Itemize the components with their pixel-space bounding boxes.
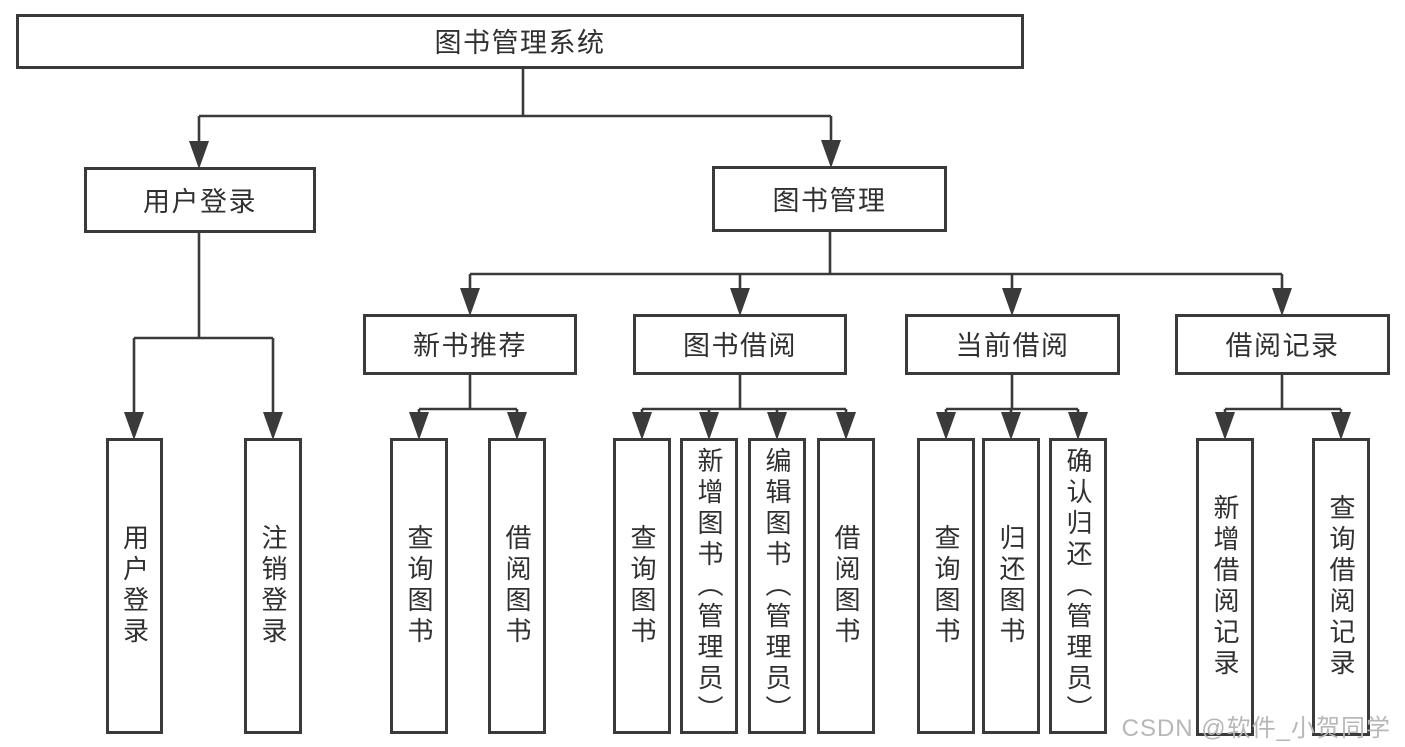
- leaf-bb-add-books-label: 新增图书（管理员）: [694, 446, 724, 726]
- arrowheads: [124, 140, 1351, 440]
- connector-newbookrec-to-leaves: [417, 375, 519, 414]
- arrowhead-icon: [821, 140, 841, 168]
- leaf-rec-borrow-books: 借阅图书: [488, 438, 546, 734]
- leaf-user-login-label: 用户登录: [119, 524, 150, 648]
- arrowhead-icon: [632, 412, 652, 440]
- arrowhead-icon: [1002, 288, 1022, 316]
- leaf-bb-query-books: 查询图书: [613, 438, 671, 734]
- leaf-bb-borrow-books: 借阅图书: [817, 438, 875, 734]
- leaf-br-query-record: 查询借阅记录: [1312, 438, 1370, 736]
- leaf-rec-borrow-books-label: 借阅图书: [502, 524, 532, 648]
- node-root: 图书管理系统: [16, 14, 1024, 69]
- leaf-user-login: 用户登录: [106, 438, 163, 734]
- arrowhead-icon: [189, 141, 209, 169]
- node-book-borrow: 图书借阅: [633, 314, 847, 375]
- leaf-bb-edit-books: 编辑图书（管理员）: [748, 438, 806, 734]
- arrowhead-icon: [699, 412, 719, 440]
- leaf-cb-return-books: 归还图书: [982, 438, 1040, 734]
- leaf-bb-edit-books-label: 编辑图书（管理员）: [762, 446, 792, 726]
- connector-userlogin-to-leaves: [132, 233, 275, 414]
- leaf-br-add-record: 新增借阅记录: [1196, 438, 1254, 736]
- node-user-login: 用户登录: [84, 167, 316, 233]
- leaf-rec-query-books-label: 查询图书: [404, 524, 434, 648]
- arrowhead-icon: [1215, 412, 1235, 440]
- connector-borrowrecord-to-leaves: [1223, 375, 1343, 414]
- node-new-book-rec-label: 新书推荐: [413, 331, 527, 361]
- leaf-br-query-record-label: 查询借阅记录: [1326, 494, 1356, 680]
- leaf-cb-confirm-return-label: 确认归还（管理员）: [1063, 446, 1093, 726]
- node-borrow-record-label: 借阅记录: [1225, 331, 1340, 361]
- leaf-bb-query-books-label: 查询图书: [627, 524, 657, 648]
- arrowhead-icon: [460, 288, 480, 316]
- arrowhead-icon: [836, 412, 856, 440]
- arrowhead-icon: [936, 412, 956, 440]
- node-book-borrow-label: 图书借阅: [683, 331, 797, 361]
- node-root-label: 图书管理系统: [434, 28, 606, 58]
- leaf-bb-add-books: 新增图书（管理员）: [680, 438, 738, 734]
- arrowhead-icon: [263, 412, 283, 440]
- leaf-logout: 注销登录: [244, 438, 302, 734]
- node-user-login-label: 用户登录: [143, 186, 257, 217]
- leaf-br-add-record-label: 新增借阅记录: [1210, 494, 1240, 680]
- connector-bookmgmt-to-modules: [468, 232, 1284, 290]
- arrowhead-icon: [1001, 412, 1021, 440]
- leaf-logout-label: 注销登录: [258, 524, 288, 648]
- connector-bookborrow-to-leaves: [640, 375, 848, 414]
- node-borrow-record: 借阅记录: [1175, 314, 1390, 375]
- leaf-cb-confirm-return: 确认归还（管理员）: [1049, 438, 1107, 734]
- arrowhead-icon: [1331, 412, 1351, 440]
- leaf-rec-query-books: 查询图书: [390, 438, 448, 734]
- node-current-borrow: 当前借阅: [905, 314, 1120, 375]
- leaf-cb-query-books: 查询图书: [917, 438, 975, 734]
- connector-root-to-level2: [197, 69, 833, 143]
- arrowhead-icon: [507, 412, 527, 440]
- node-book-mgmt: 图书管理: [712, 166, 947, 232]
- arrowhead-icon: [1068, 412, 1088, 440]
- arrowhead-icon: [730, 288, 750, 316]
- arrowhead-icon: [767, 412, 787, 440]
- leaf-bb-borrow-books-label: 借阅图书: [831, 524, 861, 648]
- arrowhead-icon: [409, 412, 429, 440]
- csdn-watermark: CSDN @软件_小贺同学: [1121, 715, 1391, 742]
- arrowhead-icon: [124, 412, 144, 440]
- connector-currentborrow-to-leaves: [944, 375, 1080, 414]
- arrowhead-icon: [1272, 288, 1292, 316]
- node-current-borrow-label: 当前借阅: [955, 331, 1070, 361]
- leaf-cb-query-books-label: 查询图书: [931, 524, 961, 648]
- node-new-book-rec: 新书推荐: [363, 314, 577, 375]
- leaf-cb-return-books-label: 归还图书: [996, 524, 1026, 648]
- node-book-mgmt-label: 图书管理: [772, 185, 887, 216]
